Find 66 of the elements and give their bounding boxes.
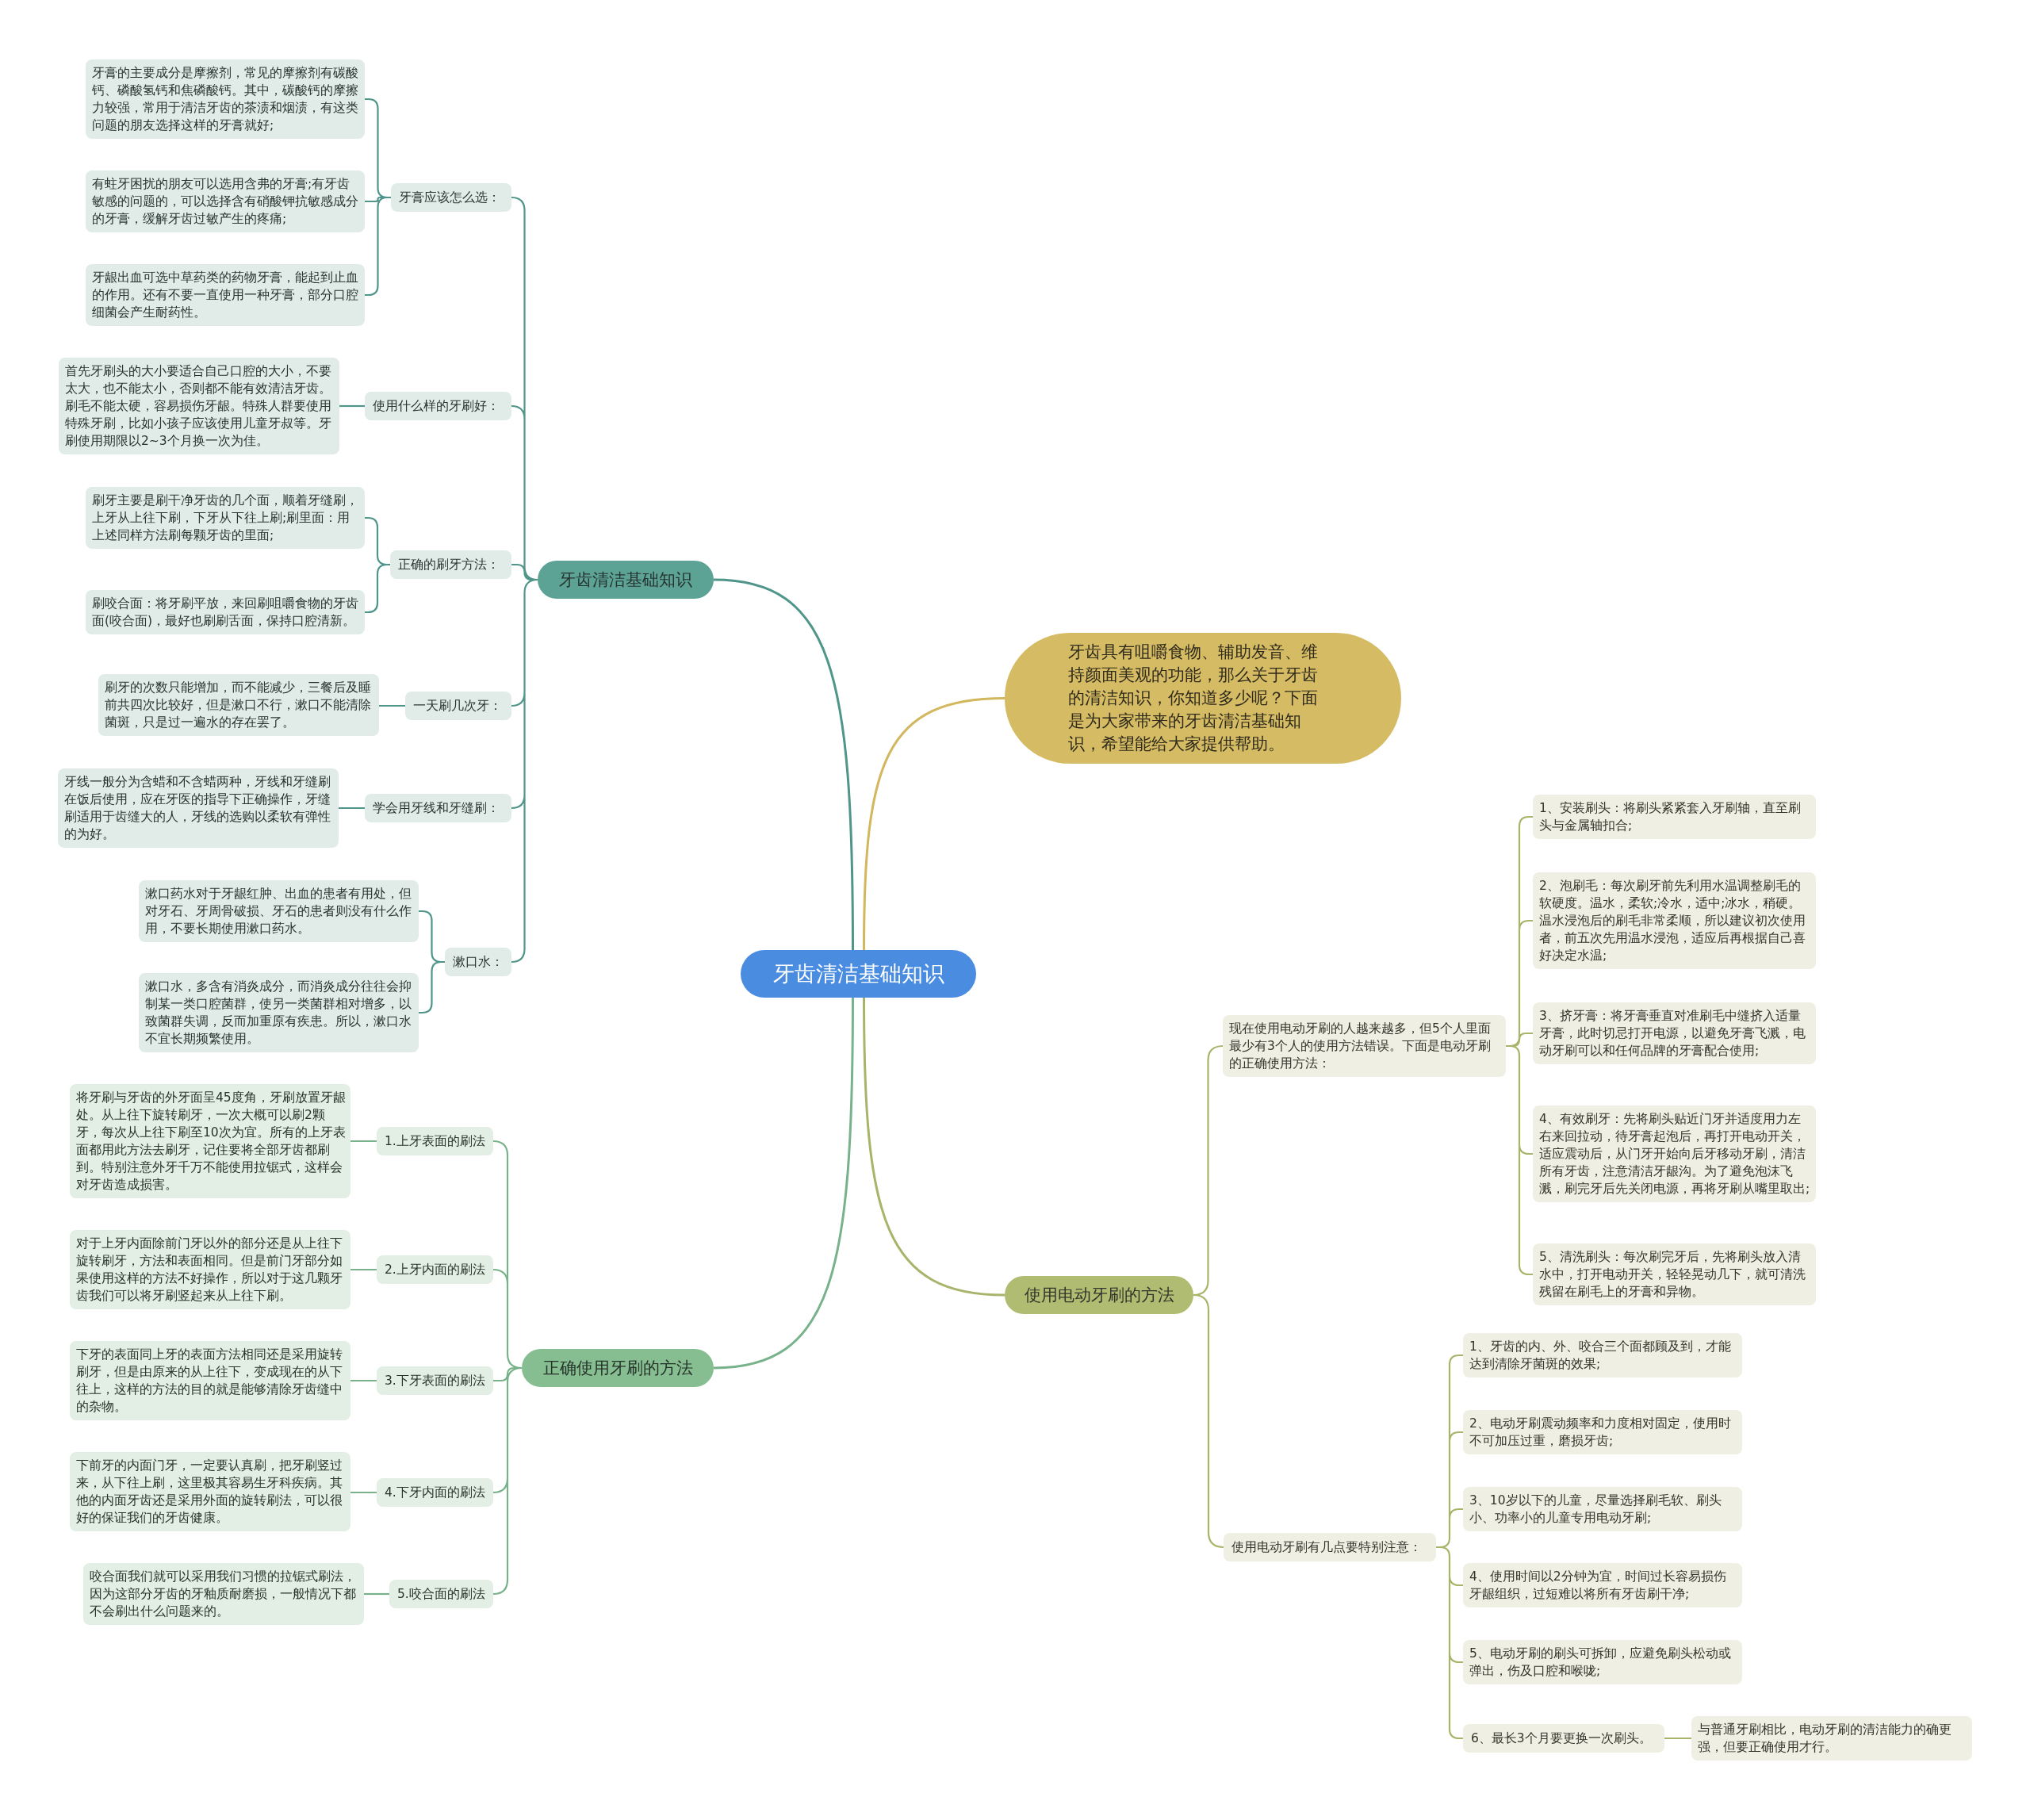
subtopic-box: 6、最长3个月要更换一次刷头。 xyxy=(1463,1724,1664,1753)
connector-line xyxy=(1504,815,1534,1276)
subtopic-box: 漱口水： xyxy=(445,948,511,976)
subtopic-box: 牙膏应该怎么选： xyxy=(391,183,511,212)
connector-line xyxy=(350,1268,377,1271)
topic-pill: 使用电动牙刷的方法 xyxy=(1005,1276,1193,1314)
note-box: 5、电动牙刷的刷头可拆卸，应避免刷头松动或弹出，伤及口腔和喉咙; xyxy=(1463,1640,1742,1684)
note-box: 对于上牙内面除前门牙以外的部分还是从上往下旋转刷牙，方法和表面相同。但是前门牙部分如果使用这样的方法不好操作，所以对于这几颗牙齿我们可以将牙刷竖起来从上往下刷。 xyxy=(70,1230,350,1309)
note-box: 1、安装刷头：将刷头紧紧套入牙刷轴，直至刷头与金属轴扣合; xyxy=(1533,795,1816,839)
connector-line xyxy=(339,807,365,810)
note-box: 下牙的表面同上牙的表面方法相同还是采用旋转刷牙，但是由原来的从上往下，变成现在的从下往上，这样的方法的目的就是能够清除牙齿缝中的杂物。 xyxy=(70,1341,350,1420)
connector-line xyxy=(863,998,1005,1297)
connector-line xyxy=(1434,1354,1465,1740)
note-box: 咬合面我们就可以采用我们习惯的拉锯式刷法，因为这部分牙齿的牙釉质耐磨损，一般情况下都不会刷出什么问题来的。 xyxy=(83,1563,364,1625)
note-box: 牙龈出血可选中草药类的药物牙膏，能起到止血的作用。还有不要一直使用一种牙膏，部分口腔细菌会产生耐药性。 xyxy=(86,264,365,326)
note-box: 刷咬合面：将牙刷平放，来回刷咀嚼食物的牙齿面(咬合面)，最好也刷刷舌面，保持口腔清新。 xyxy=(86,590,365,634)
connector-line xyxy=(363,516,392,614)
note-box: 1、牙齿的内、外、咬合三个面都顾及到，才能达到清除牙菌斑的效果; xyxy=(1463,1333,1742,1377)
note-box: 有蛀牙困扰的朋友可以选用含弗的牙膏;有牙齿敏感的问题的，可以选择含有硝酸钾抗敏感成分的牙膏，缓解牙齿过敏产生的疼痛; xyxy=(86,171,365,232)
note-box: 2、电动牙刷震动频率和力度相对固定，使用时不可加压过重，磨损牙齿; xyxy=(1463,1410,1742,1454)
connector-line xyxy=(379,704,405,707)
note-box: 2、泡刷毛：每次刷牙前先利用水温调整刷毛的软硬度。温水，柔软;冷水，适中;冰水，稍硬。温水浸泡后的刷毛非常柔顺，所以建议初次使用者，前五次先用温水浸泡，适应后再根据自己喜好决定水温; xyxy=(1533,872,1816,969)
note-box: 现在使用电动牙刷的人越来越多，但5个人里面最少有3个人的使用方法错误。下面是电动牙刷的正确使用方法： xyxy=(1223,1015,1506,1077)
topic-pill: 正确使用牙刷的方法 xyxy=(522,1349,714,1387)
subtopic-box: 使用什么样的牙刷好： xyxy=(365,392,511,420)
connector-line xyxy=(510,196,539,964)
subtopic-box: 3.下牙表面的刷法 xyxy=(377,1366,493,1395)
connector-line xyxy=(363,98,393,297)
connector-line xyxy=(417,910,446,1014)
subtopic-box: 一天刷几次牙： xyxy=(405,692,511,720)
note-box: 牙膏的主要成分是摩擦剂，常见的摩擦剂有碳酸钙、磷酸氢钙和焦磷酸钙。其中，碳酸钙的摩擦力较强，常用于清洁牙齿的茶渍和烟渍，有这类问题的朋友选择这样的牙膏就好; xyxy=(86,59,365,139)
subtopic-box: 学会用牙线和牙缝刷： xyxy=(365,794,511,822)
topic-pill: 牙齿清洁基础知识 xyxy=(538,561,714,599)
subtopic-box: 正确的刷牙方法： xyxy=(390,550,511,579)
connector-line xyxy=(1192,1044,1225,1549)
note-box: 首先牙刷头的大小要适合自己口腔的大小，不要太大，也不能太小，否则都不能有效清洁牙齿。刷毛不能太硬，容易损伤牙龈。特殊人群要使用特殊牙刷，比如小孩子应该使用儿童牙叔等。牙刷使用期限以2~3个月换一次为佳。 xyxy=(59,358,339,454)
note-box: 4、使用时间以2分钟为宜，时间过长容易损伤牙龈组织，过短难以将所有牙齿刷干净; xyxy=(1463,1563,1742,1607)
connector-line xyxy=(350,1140,377,1143)
subtopic-box: 4.下牙内面的刷法 xyxy=(377,1478,493,1507)
connector-line xyxy=(713,578,854,950)
note-box: 将牙刷与牙齿的外牙面呈45度角，牙刷放置牙龈处。从上往下旋转刷牙，一次大概可以刷2颗牙，每次从上往下刷至10次为宜。所有的上牙表面都用此方法去刷牙，记住要将全部牙齿都刷到。特别注意外牙千万不能使用拉锯式，这样会对牙齿造成损害。 xyxy=(70,1084,350,1198)
note-box: 与普通牙刷相比，电动牙刷的清洁能力的确更强，但要正确使用才行。 xyxy=(1691,1716,1972,1761)
note-box: 5、清洗刷头：每次刷完牙后，先将刷头放入清水中，打开电动开关，轻轻晃动几下，就可清洗残留在刷毛上的牙膏和异物。 xyxy=(1533,1243,1816,1305)
connector-line xyxy=(339,404,365,408)
connector-line xyxy=(350,1379,377,1382)
note-box: 牙线一般分为含蜡和不含蜡两种，牙线和牙缝刷在饭后使用，应在牙医的指导下正确操作，牙缝刷适用于齿缝大的人，牙线的选购以柔软有弹性的为好。 xyxy=(58,768,339,848)
note-box: 3、挤牙膏：将牙膏垂直对准刷毛中缝挤入适量牙膏，此时切忌打开电源，以避免牙膏飞溅，电动牙刷可以和任何品牌的牙膏配合使用; xyxy=(1533,1002,1816,1064)
central-topic-pill: 牙齿清洁基础知识 xyxy=(741,950,976,998)
note-box: 刷牙主要是刷干净牙齿的几个面，顺着牙缝刷，上牙从上往下刷，下牙从下往上刷;刷里面：用上述同样方法刷每颗牙齿的里面; xyxy=(86,487,365,549)
note-box: 刷牙的次数只能增加，而不能减少，三餐后及睡前共四次比较好，但是漱口不行，漱口不能清除菌斑，只是过一遍水的存在罢了。 xyxy=(98,674,379,736)
note-box: 4、有效刷牙：先将刷头贴近门牙并适度用力左右来回拉动，待牙膏起泡后，再打开电动开关，适应震动后，从门牙开始向后牙移动牙刷，清洁所有牙齿，注意清洁牙龈沟。为了避免泡沫飞溅，刷完牙后先关闭电源，再将牙刷从嘴里取出; xyxy=(1533,1105,1816,1202)
subtopic-box: 2.上牙内面的刷法 xyxy=(377,1255,493,1284)
connector-line xyxy=(713,998,854,1370)
subtopic-box: 使用电动牙刷有几点要特别注意： xyxy=(1224,1533,1436,1561)
note-box: 3、10岁以下的儿童，尽量选择刷毛软、刷头小、功率小的儿童专用电动牙刷; xyxy=(1463,1487,1742,1531)
subtopic-box: 1.上牙表面的刷法 xyxy=(377,1127,493,1155)
subtopic-box: 5.咬合面的刷法 xyxy=(389,1580,493,1608)
note-box: 漱口药水对于牙龈红肿、出血的患者有用处，但对牙石、牙周骨破损、牙石的患者则没有什么作用，不要长期使用漱口药水。 xyxy=(139,880,419,942)
connector-line xyxy=(1664,1737,1691,1740)
note-box: 下前牙的内面门牙，一定要认真刷，把牙刷竖过来，从下往上刷，这里极其容易生牙科疾病。其他的内面牙齿还是采用外面的旋转刷法，可以很好的保证我们的牙齿健康。 xyxy=(70,1452,350,1531)
connector-line xyxy=(350,1491,377,1494)
intro-pill: 牙齿具有咀嚼食物、辅助发音、维持颜面美观的功能，那么关于牙齿的清洁知识，你知道多少呢？下面是为大家带来的牙齿清洁基础知识，希望能给大家提供帮助。 xyxy=(1005,633,1401,764)
connector-line xyxy=(863,697,1005,950)
note-box: 漱口水，多含有消炎成分，而消炎成分往往会抑制某一类口腔菌群，使另一类菌群相对增多，以致菌群失调，反而加重原有疾患。所以，漱口水不宜长期频繁使用。 xyxy=(139,973,419,1052)
connector-line xyxy=(492,1140,523,1596)
connector-line xyxy=(364,1592,389,1596)
